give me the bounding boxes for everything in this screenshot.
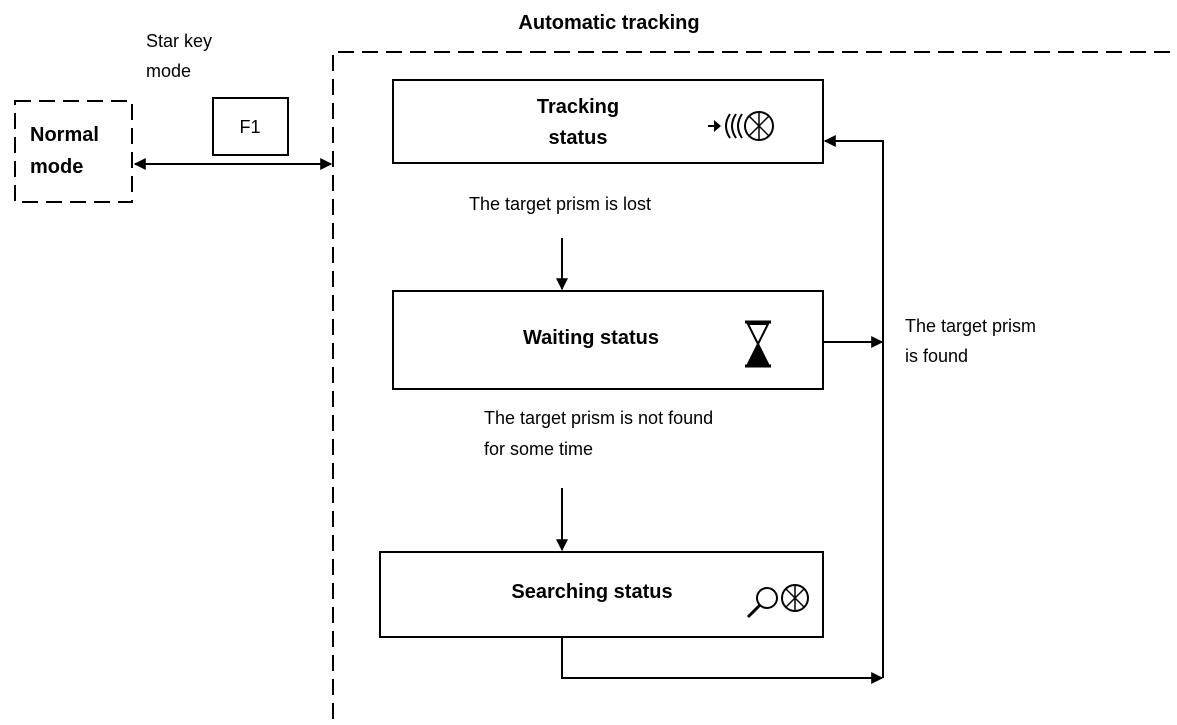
f1-key <box>212 97 289 156</box>
found-label-line2: is found <box>905 346 968 366</box>
tracking-status-label-line1: Tracking <box>537 96 619 118</box>
searching-status-box <box>379 551 824 638</box>
waiting-status-box <box>392 290 824 390</box>
hourglass-icon <box>745 320 771 368</box>
found-label-line1: The target prism <box>905 316 1036 336</box>
star-key-mode-label-line1: Star key <box>146 31 212 51</box>
not-found-label-line1: The target prism is not found <box>484 408 713 428</box>
search-prism-icon <box>746 584 809 619</box>
searching-status-label: Searching status <box>511 581 672 603</box>
tracking-status-label-line2: status <box>549 127 608 149</box>
prism-lost-label: The target prism is lost <box>469 194 651 214</box>
f1-key-label: F1 <box>239 117 260 137</box>
not-found-label-line2: for some time <box>484 439 593 459</box>
found-return-arrow <box>823 135 884 678</box>
searching-return-arrow <box>561 637 884 684</box>
normal-mode-box <box>14 100 133 203</box>
diagram-title: Automatic tracking <box>518 12 699 34</box>
tracking-status-box <box>392 79 824 164</box>
normal-mode-label-line1: Normal <box>30 124 99 146</box>
automatic-tracking-region <box>332 51 1177 719</box>
tracking-prism-icon <box>708 111 774 141</box>
normal-mode-label-line2: mode <box>30 156 83 178</box>
star-key-mode-label-line2: mode <box>146 61 191 81</box>
waiting-status-label: Waiting status <box>523 327 659 349</box>
